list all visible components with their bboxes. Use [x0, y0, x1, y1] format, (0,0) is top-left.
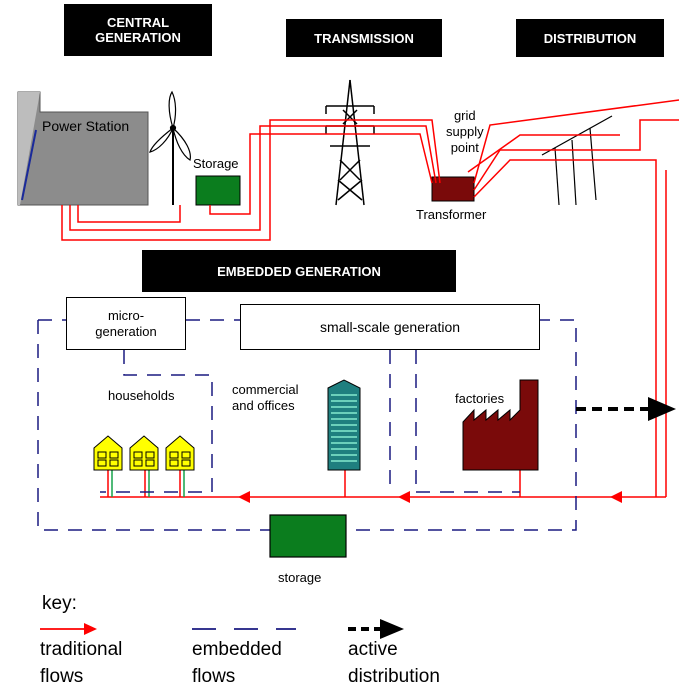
house-icon [93, 435, 123, 471]
wind-turbine-icon [149, 90, 191, 205]
house-icon [129, 435, 159, 471]
transformer-icon [431, 176, 475, 202]
storage-bottom-icon [269, 514, 347, 558]
key-traditional-sample [40, 623, 97, 635]
key-active-label: active distribution [348, 639, 440, 687]
key-active-sample [348, 619, 404, 639]
central-generation-header: CENTRAL GENERATION [64, 4, 212, 56]
red-arrowheads [238, 491, 622, 503]
key-embedded-label: embedded flows [192, 639, 282, 687]
office-tower-icon [327, 379, 361, 471]
small-scale-generation-box: small-scale generation [240, 304, 540, 350]
key-traditional-label: traditional flows [40, 639, 123, 687]
embedded-flow-lines [37, 319, 577, 531]
distribution-header: DISTRIBUTION [516, 19, 664, 57]
micro-generation-box: micro- generation [66, 297, 186, 350]
active-distribution-arrow [576, 397, 676, 421]
house-icon [165, 435, 195, 471]
commercial-label: commercial and offices [232, 382, 299, 413]
power-station-label: Power Station [42, 118, 130, 134]
transmission-header: TRANSMISSION [286, 19, 442, 57]
transformer-label: Transformer [416, 207, 487, 222]
storage-top-label: Storage [193, 156, 239, 171]
power-station-icon [17, 91, 149, 206]
key-title: key: [42, 593, 77, 614]
storage-top-icon [195, 175, 241, 206]
pylon-icon [325, 79, 375, 206]
grid-supply-point-label: grid supply point [446, 108, 484, 155]
embedded-generation-header: EMBEDDED GENERATION [142, 250, 456, 292]
households-label: households [108, 388, 175, 403]
factory-icon [462, 379, 539, 471]
storage-bottom-label: storage [278, 570, 322, 585]
factories-label: factories [455, 391, 505, 406]
